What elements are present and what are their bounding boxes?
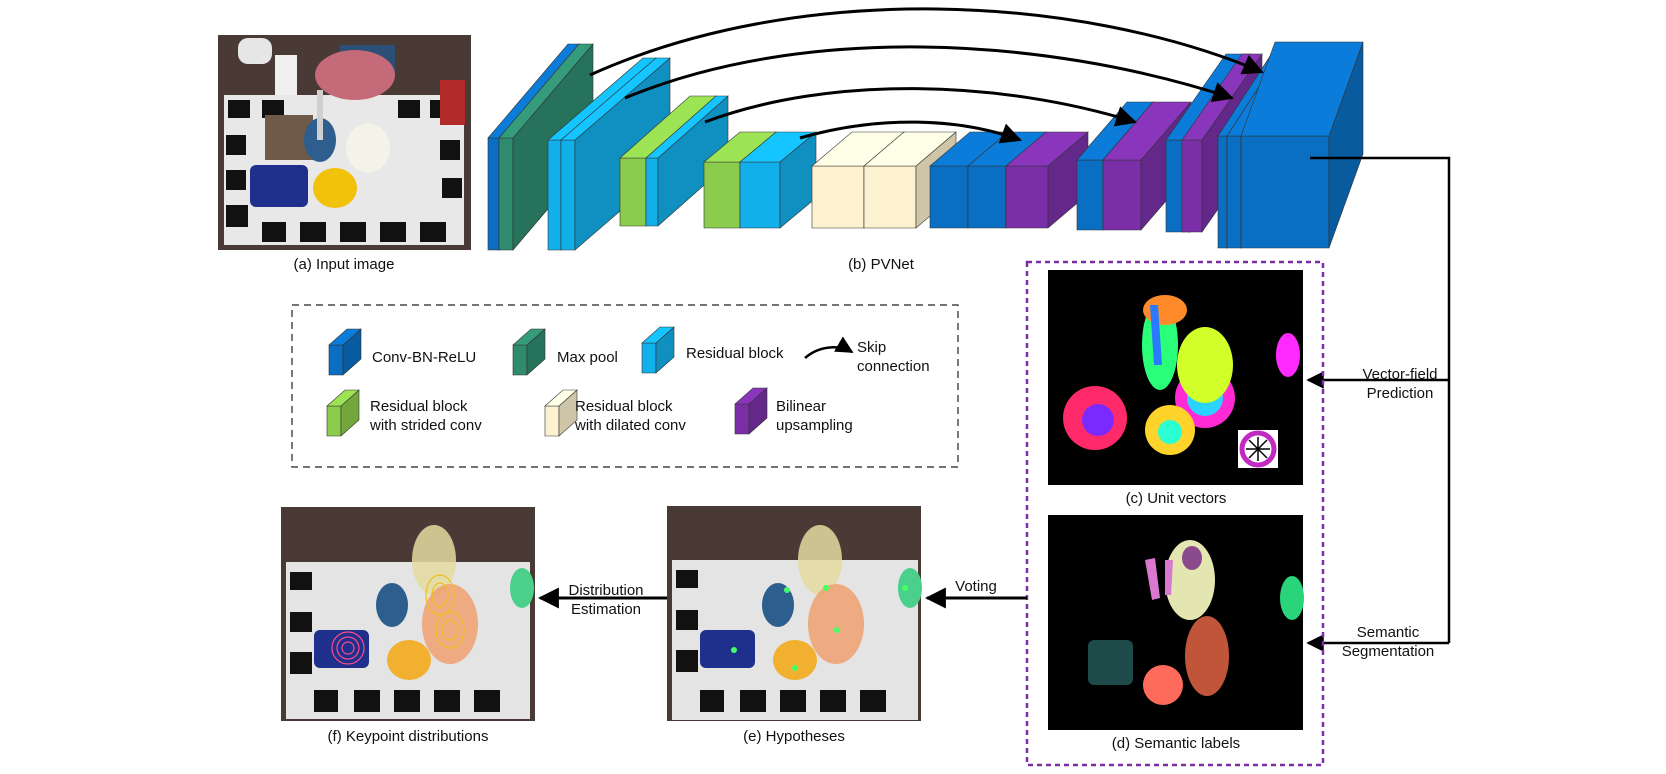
label-distribution-1: Distribution	[568, 582, 643, 599]
legend-icon-bilinear	[734, 387, 768, 435]
legend-maxpool: Max pool	[557, 349, 618, 366]
label-voting: Voting	[955, 578, 997, 595]
layer-bilinear-13	[1005, 131, 1089, 229]
skip-arrow-1	[589, 7, 1264, 77]
legend-icon-conv	[328, 328, 362, 376]
caption-semantic-labels: (d) Semantic labels	[1112, 735, 1240, 752]
caption-keypoint-distributions: (f) Keypoint distributions	[328, 728, 489, 745]
legend-strided-1: Residual block	[370, 398, 468, 415]
skip-arrow-3	[704, 87, 1138, 127]
output-connector	[1306, 156, 1451, 652]
layer-conv-20	[1240, 41, 1364, 249]
hypotheses-image	[667, 506, 922, 721]
legend-icon-residual	[641, 326, 675, 374]
legend-box	[291, 304, 959, 468]
layer-residual-8	[739, 131, 817, 229]
label-distribution-2: Estimation	[571, 601, 641, 618]
input-image	[218, 35, 471, 250]
caption-pvnet: (b) PVNet	[848, 256, 915, 273]
legend-icon-dilated	[544, 389, 578, 437]
legend-skip-arrow	[804, 336, 854, 359]
legend-bilinear-1: Bilinear	[776, 398, 826, 415]
legend-icon-strided	[326, 389, 360, 437]
legend-residual: Residual block	[686, 345, 784, 362]
pvnet-architecture	[487, 41, 1364, 251]
caption-input-image: (a) Input image	[294, 256, 395, 273]
legend-icon-maxpool	[512, 328, 546, 376]
caption-hypotheses: (e) Hypotheses	[743, 728, 845, 745]
skip-arrow-4	[799, 120, 1022, 144]
label-semantic-2: Segmentation	[1342, 643, 1435, 660]
legend-dilated-1: Residual block	[575, 398, 673, 415]
skip-arrow-2	[624, 45, 1234, 103]
legend-strided-2: with strided conv	[369, 417, 482, 434]
legend-skip-1: Skip	[857, 339, 886, 356]
legend-dilated-2: with dilated conv	[574, 417, 686, 434]
legend-skip-2: connection	[857, 358, 930, 375]
label-semantic-1: Semantic	[1357, 624, 1420, 641]
output-panel	[1025, 260, 1325, 767]
semantic-labels-image	[1048, 515, 1304, 730]
layer-residual-4	[560, 57, 671, 251]
skip-connections	[589, 7, 1264, 144]
layer-residual-6	[645, 95, 729, 227]
legend	[326, 326, 768, 437]
legend-bilinear-2: upsampling	[776, 417, 853, 434]
label-vector-field-2: Prediction	[1367, 385, 1434, 402]
label-vector-field-1: Vector-field	[1362, 366, 1437, 383]
unit-vectors-image	[1048, 270, 1303, 485]
keypoint-distributions-image	[281, 507, 535, 721]
legend-conv: Conv-BN-ReLU	[372, 349, 476, 366]
caption-unit-vectors: (c) Unit vectors	[1126, 490, 1227, 507]
